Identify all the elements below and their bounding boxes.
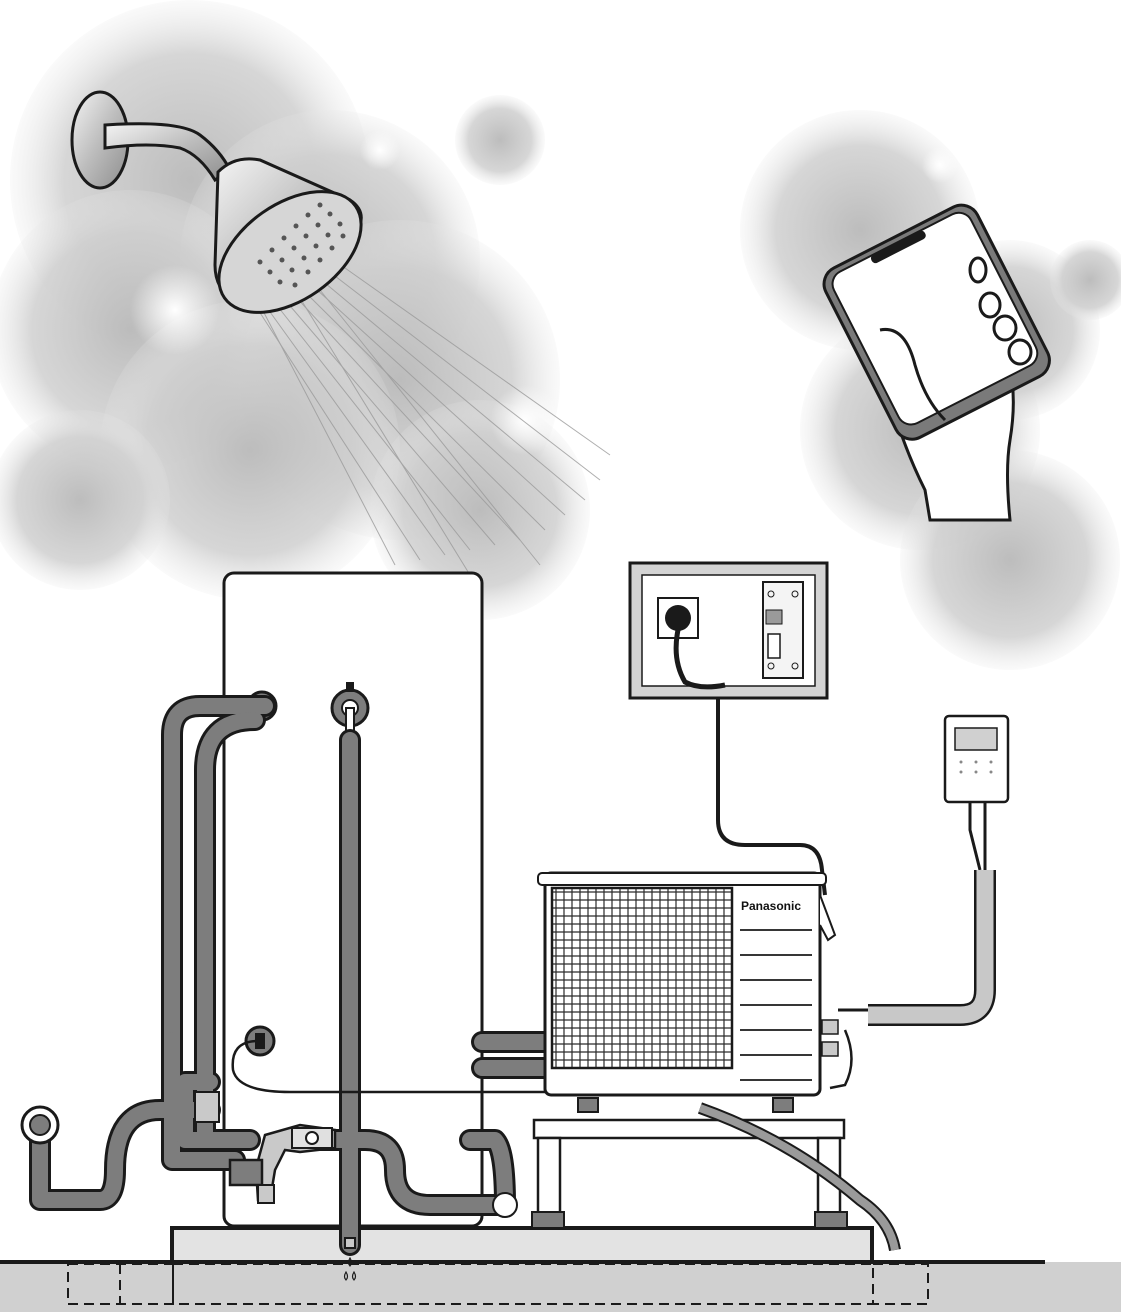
service-valves [822, 1020, 838, 1056]
outdoor-heat-pump-unit-icon: Panasonic [538, 873, 868, 1095]
brand-label: Panasonic [741, 899, 801, 913]
outdoor-unit-stand [532, 1098, 847, 1228]
background-cloud-left [0, 0, 590, 620]
fan-grille [552, 888, 732, 1068]
cable-conduit [868, 870, 985, 1015]
wall-remote-controller-icon [945, 716, 1008, 802]
power-supply-cable [718, 698, 825, 895]
electrical-panel-icon [630, 563, 827, 698]
ground [0, 1228, 1121, 1312]
controller-cables [970, 802, 985, 870]
circuit-breaker-icon [763, 582, 803, 678]
